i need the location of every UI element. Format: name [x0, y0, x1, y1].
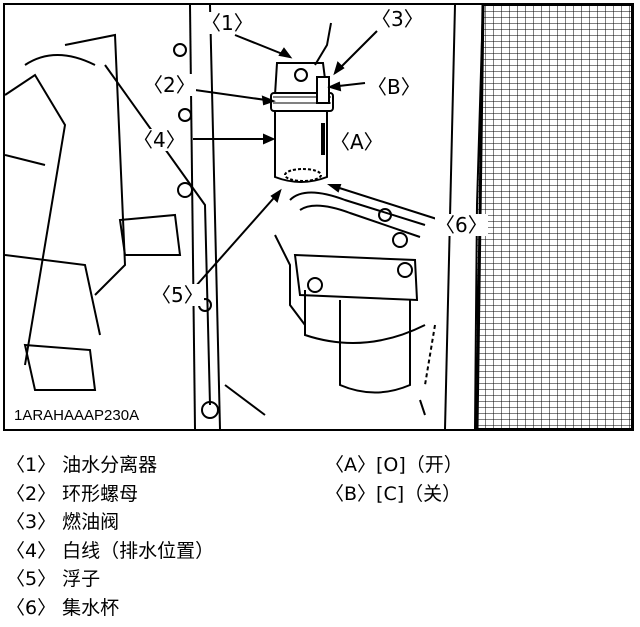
callout-1: 〈1〉	[201, 11, 254, 35]
callout-b: 〈B〉	[367, 75, 421, 99]
fuel-filter-lower	[274, 191, 436, 416]
legend-marker: 〈1〉	[6, 454, 57, 476]
legend-marker: 〈5〉	[6, 568, 57, 590]
legend-marker: 〈2〉	[6, 482, 57, 505]
callout-6: 〈6〉	[435, 213, 488, 237]
legend-text: 油水分离器	[62, 454, 158, 476]
legend-text: 燃油阀	[62, 511, 120, 533]
legend-text: [O]（开）	[376, 454, 463, 476]
line-drawing	[5, 5, 632, 429]
legend-item-2: 〈2〉 环形螺母	[6, 480, 214, 509]
leader-lines	[187, 30, 441, 288]
image-code: 1ARAHAAAP230A	[12, 407, 142, 424]
legend-text: 白线（排水位置）	[62, 539, 215, 562]
legend-right: 〈A〉[O]（开） 〈B〉[C]（关）	[325, 451, 463, 508]
legend-item-a: 〈A〉[O]（开）	[325, 451, 463, 480]
callout-4: 〈4〉	[133, 128, 186, 152]
legend-item-6: 〈6〉 集水杯	[6, 594, 214, 623]
legend-item-b: 〈B〉[C]（关）	[325, 480, 463, 509]
legend-item-4: 〈4〉 白线（排水位置）	[6, 537, 214, 566]
legend-marker: 〈3〉	[6, 511, 57, 533]
legend-text: [C]（关）	[376, 482, 462, 505]
legend-marker: 〈B〉	[325, 482, 377, 505]
water-separator	[270, 22, 334, 183]
callout-2: 〈2〉	[143, 73, 196, 97]
callout-a: 〈A〉	[330, 130, 384, 154]
legend-text: 浮子	[62, 568, 101, 590]
callout-3: 〈3〉	[371, 7, 424, 31]
legend-marker: 〈6〉	[6, 596, 57, 619]
engine-fuel-filter-illustration: 〈1〉 〈2〉 〈3〉 〈4〉 〈5〉 〈6〉 〈A〉 〈B〉 1ARAHAAA…	[3, 3, 634, 431]
legend-item-3: 〈3〉 燃油阀	[6, 508, 214, 537]
callout-5: 〈5〉	[151, 283, 204, 307]
legend-marker: 〈A〉	[325, 454, 376, 476]
legend-item-1: 〈1〉 油水分离器	[6, 451, 214, 480]
legend-item-5: 〈5〉 浮子	[6, 565, 214, 594]
legend-marker: 〈4〉	[6, 539, 57, 562]
legend-text: 环形螺母	[62, 482, 139, 505]
legend-text: 集水杯	[62, 596, 120, 619]
engine-frame	[5, 5, 266, 429]
legend-left: 〈1〉 油水分离器 〈2〉 环形螺母 〈3〉 燃油阀 〈4〉 白线（排水位置） …	[6, 451, 214, 622]
